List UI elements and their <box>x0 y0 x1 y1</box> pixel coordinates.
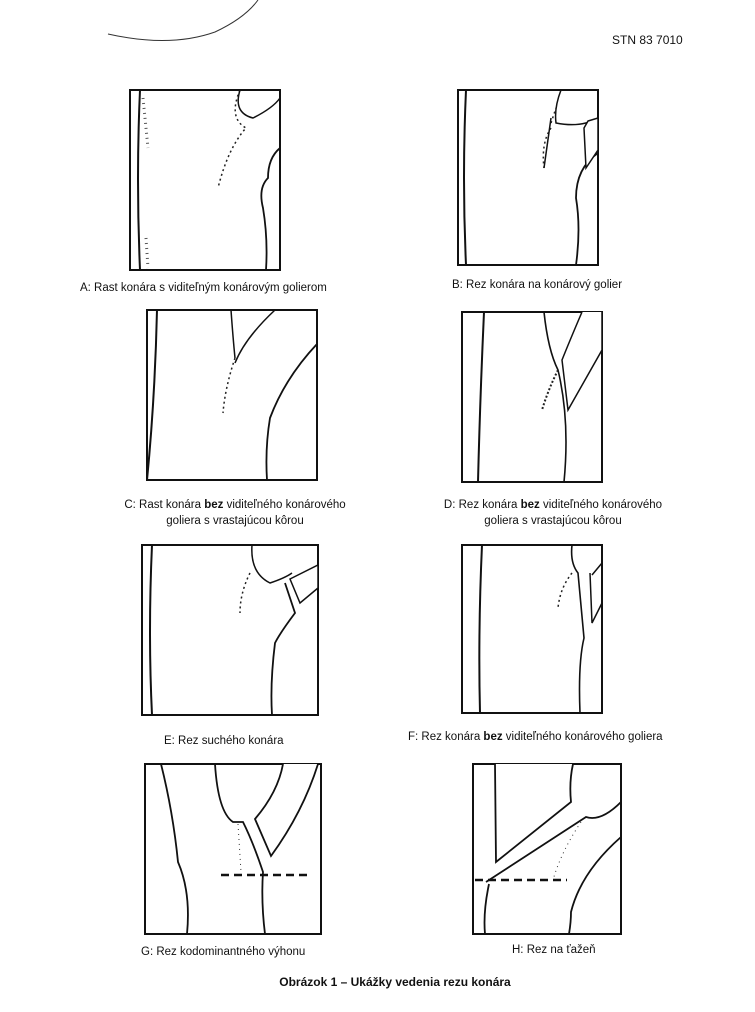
figure-g-caption: G: Rez kodominantného výhonu <box>141 946 306 958</box>
caption-text: goliera s vrastajúcou kôrou <box>484 515 622 527</box>
caption-bold: bez <box>204 499 224 511</box>
caption-text: F: Rez konára <box>408 731 484 743</box>
figure-e-caption: E: Rez suchého konára <box>164 735 284 747</box>
figure-f-illustration <box>460 543 606 717</box>
figure-h-caption: H: Rez na ťažeň <box>512 944 596 956</box>
caption-text: viditeľného konárového <box>539 499 663 511</box>
figure-c-illustration <box>145 308 321 484</box>
caption-text: goliera s vrastajúcou kôrou <box>166 515 304 527</box>
figure-a-caption: A: Rast konára s viditeľným konárovým go… <box>80 282 327 294</box>
figure-d-illustration <box>460 310 606 486</box>
figure-c-caption: C: Rast konára bez viditeľného konárovéh… <box>90 497 380 529</box>
scan-arc-mark <box>107 0 259 42</box>
figure-caption: Obrázok 1 – Ukážky vedenia rezu konára <box>279 975 511 989</box>
caption-bold: bez <box>520 499 540 511</box>
figure-g-illustration <box>143 762 325 942</box>
caption-text: viditeľného konárového <box>223 499 346 511</box>
standard-number: STN 83 7010 <box>612 33 683 47</box>
figure-d-caption: D: Rez konára bez viditeľného konárového… <box>408 497 698 529</box>
figure-f-caption: F: Rez konára bez viditeľného konárového… <box>408 729 663 745</box>
figure-b-illustration <box>456 88 602 268</box>
caption-text: D: Rez konára <box>443 499 521 511</box>
figure-b-caption: B: Rez konára na konárový golier <box>452 279 623 291</box>
caption-text: viditeľného konárového goliera <box>502 731 663 743</box>
caption-bold: bez <box>483 731 503 743</box>
caption-text: C: Rast konára <box>124 499 205 511</box>
figure-h-illustration <box>471 762 627 942</box>
figure-a-illustration <box>128 88 284 274</box>
figure-e-illustration <box>140 543 322 719</box>
